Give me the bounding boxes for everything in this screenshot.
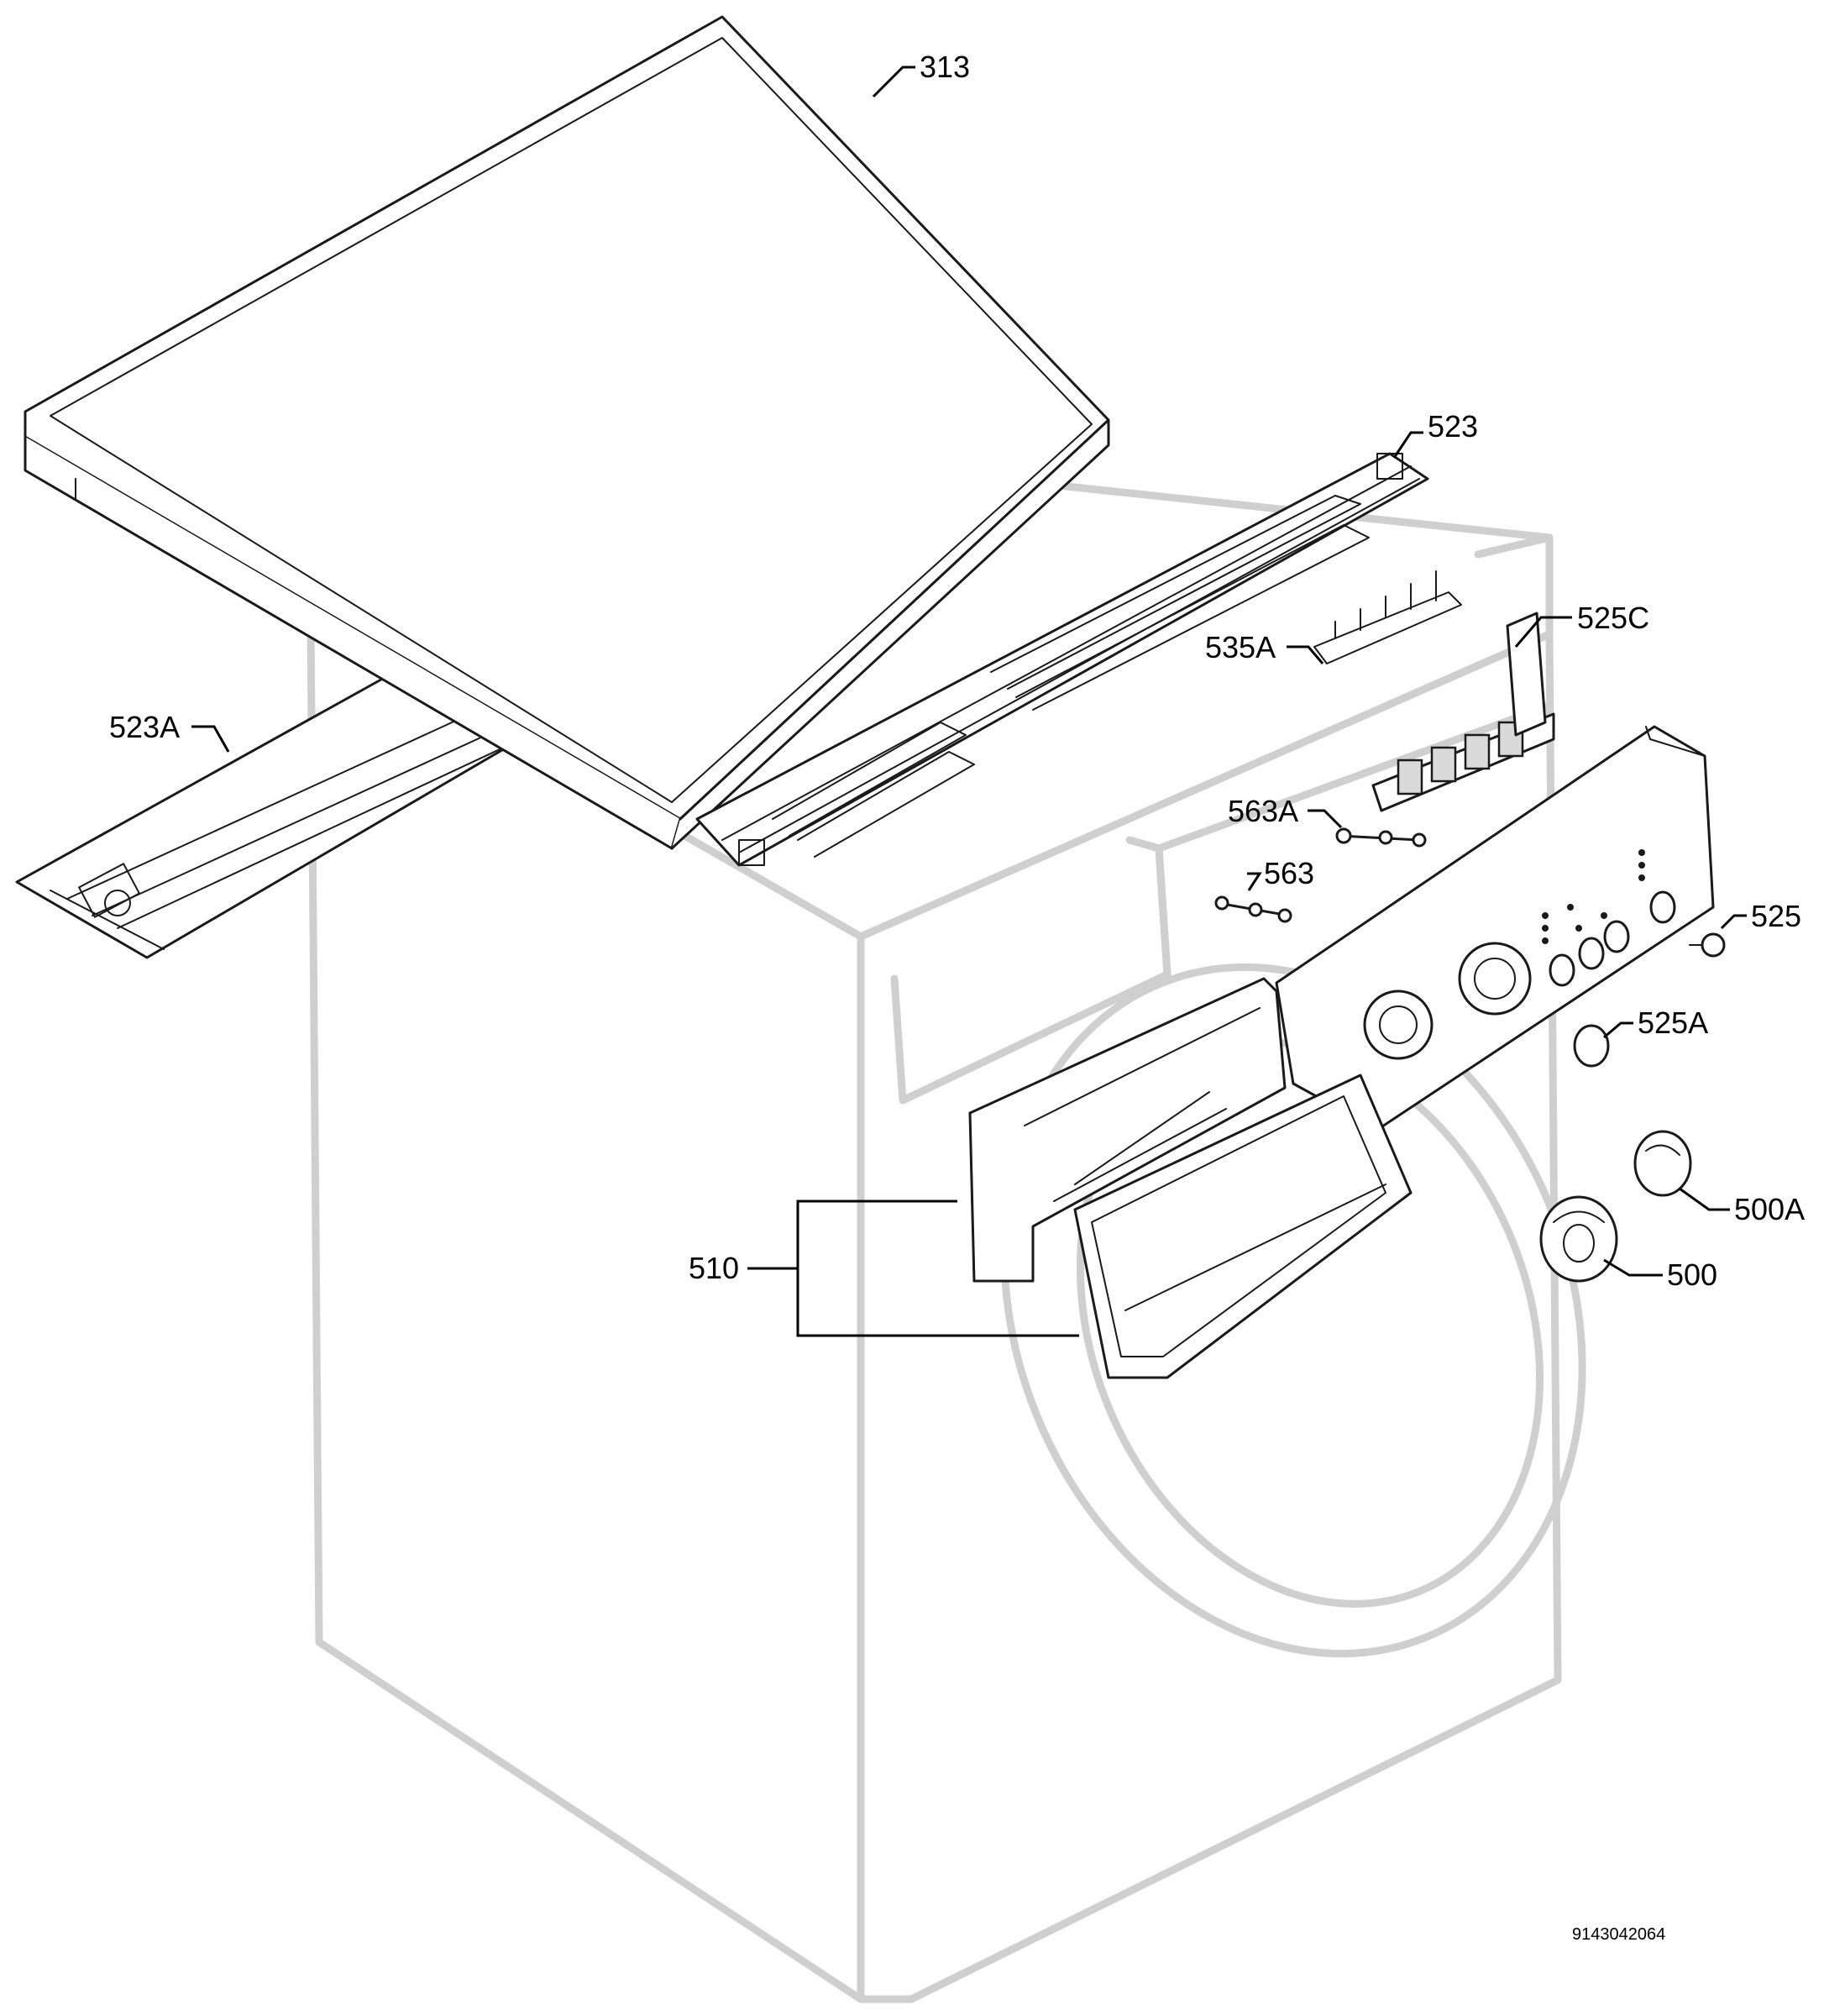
- label-525: 525: [1751, 899, 1801, 933]
- label-563A: 563A: [1228, 794, 1298, 828]
- label-563: 563: [1264, 856, 1314, 890]
- button-holder-525C: [1371, 612, 1555, 812]
- label-500: 500: [1667, 1257, 1717, 1292]
- label-523A: 523A: [109, 710, 180, 744]
- label-525A: 525A: [1638, 1005, 1708, 1040]
- leader-525C: [1514, 616, 1572, 648]
- leader-525A: [1603, 1021, 1633, 1039]
- label-500A: 500A: [1734, 1192, 1805, 1226]
- button-525A: [1573, 1024, 1610, 1068]
- pin-563: [1214, 895, 1292, 923]
- leader-563A: [1308, 809, 1343, 829]
- leader-535A: [1287, 645, 1324, 664]
- label-523: 523: [1428, 409, 1478, 444]
- label-525C: 525C: [1577, 601, 1649, 635]
- top-lid-313: [24, 15, 1110, 850]
- part-labels: 313 523 523A 535A 525C 563A 563 525 525A…: [109, 50, 1805, 1944]
- knob-500: [1539, 1195, 1618, 1283]
- detergent-drawer-510: [968, 977, 1413, 1379]
- leader-523A: [191, 725, 230, 753]
- knob-500A: [1633, 1130, 1692, 1197]
- label-313: 313: [920, 50, 970, 84]
- leader-523: [1392, 431, 1423, 459]
- switch-contacts-535A: [1313, 570, 1462, 664]
- label-510: 510: [689, 1251, 739, 1285]
- leader-313: [872, 66, 915, 98]
- leader-500A: [1679, 1187, 1730, 1211]
- button-525: [1689, 932, 1726, 958]
- label-535A: 535A: [1205, 630, 1276, 664]
- leader-525: [1720, 914, 1747, 930]
- left-top-rail-523A: [15, 670, 522, 959]
- washing-machine-cabinet: [307, 466, 1586, 2003]
- pin-563A: [1335, 827, 1427, 848]
- drawing-code: 9143042064: [1572, 1925, 1665, 1944]
- leader-563: [1247, 872, 1262, 891]
- leader-lines: [191, 66, 1747, 1337]
- leader-510: [747, 1200, 957, 1270]
- control-panel-fascia: [1275, 725, 1715, 1131]
- rear-top-rail-523: [695, 452, 1429, 867]
- leader-510-lower: [796, 1268, 1079, 1337]
- leader-500: [1603, 1258, 1663, 1277]
